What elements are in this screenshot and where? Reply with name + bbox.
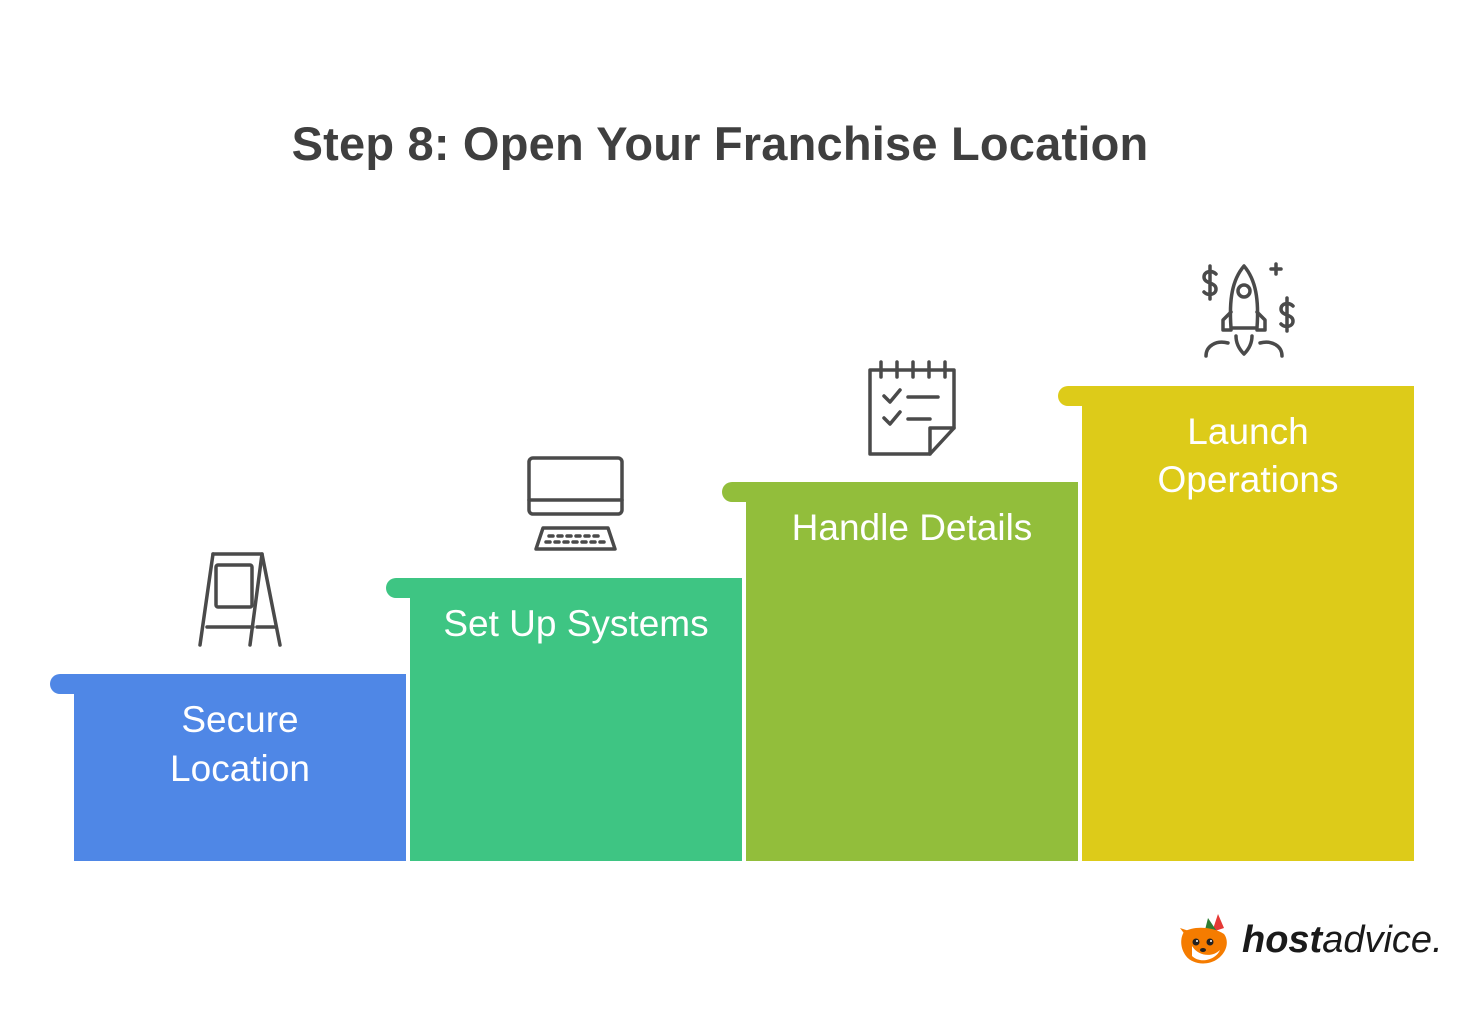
step-block-1 [50, 674, 406, 861]
step-block-3 [722, 482, 1078, 861]
sign-board-icon [198, 552, 282, 647]
brand-name: hostadvice. [1242, 919, 1443, 962]
step-label-2: Set Up Systems [443, 603, 708, 644]
brand-name-bold: host [1242, 918, 1323, 961]
step-label-4a: Launch [1187, 411, 1308, 452]
step-block-2 [386, 578, 742, 861]
computer-icon [527, 456, 624, 551]
brand-name-rest: advice. [1322, 918, 1443, 961]
fox-mascot-icon [1180, 914, 1227, 964]
step-label-1b: Location [170, 748, 310, 789]
step-handle-details: Handle Details [722, 360, 1078, 861]
step-label-4b: Operations [1158, 459, 1339, 500]
step-label-3: Handle Details [792, 507, 1033, 548]
checklist-icon [868, 360, 956, 456]
step-label-1a: Secure [181, 699, 298, 740]
brand-logo: hostadvice. [1178, 910, 1443, 970]
step-launch-operations: Launch Operations [1058, 262, 1414, 861]
step-set-up-systems: Set Up Systems [386, 456, 742, 861]
page-title: Step 8: Open Your Franchise Location [291, 117, 1149, 170]
rocket-icon [1202, 262, 1295, 358]
step-secure-location: Secure Location [50, 552, 406, 861]
step-block-4 [1058, 386, 1414, 861]
